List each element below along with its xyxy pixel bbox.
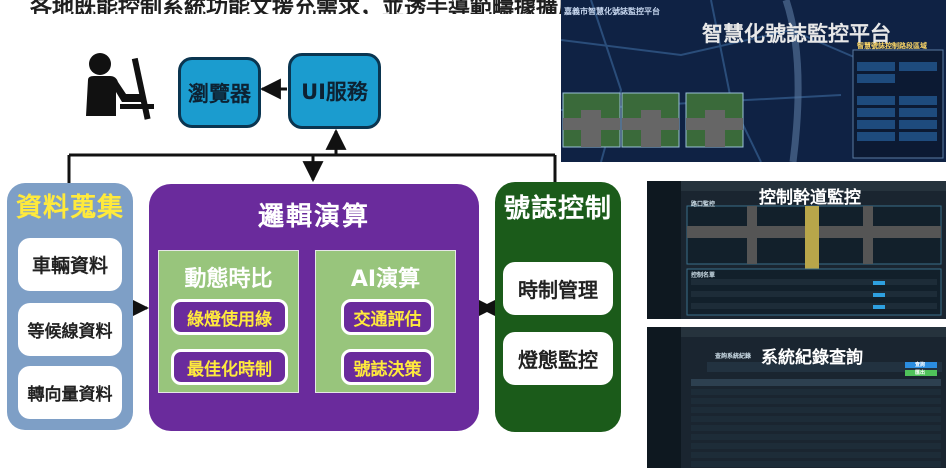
queue-data-label: 等候線資料 [27,322,113,342]
light-monitor-label: 燈態監控 [518,348,598,372]
corridor-sub-label: 路口監控 [691,201,716,208]
map-platform-screenshot: 嘉義市智慧化號誌監控平台 智慧化號誌監控平台 智慧號誌控制路段區域 [561,0,946,162]
data-collection-panel: 資料蒐集 車輛資料 等候線資料 轉向量資料 [7,183,133,430]
optimal-timing-pill: 最佳化時制 [171,349,288,385]
logic-panel: 邏輯演算 動態時比 綠燈使用綠 最佳化時制 AI演算 交通評估 號誌決策 [149,184,479,431]
ai-title: AI演算 [350,267,421,292]
turning-data-label: 轉向量資料 [27,385,113,405]
green-usage-pill: 綠燈使用綠 [171,299,288,335]
map-panel-heading: 智慧號誌控制路段區域 [857,42,927,50]
log-table [691,362,942,467]
corridor-monitor-screenshot: 控制幹道監控 路口監控 控制名單 [647,181,946,319]
green-usage-label: 綠燈使用綠 [187,309,272,330]
dynamic-ratio-panel: 動態時比 綠燈使用綠 最佳化時制 [158,250,299,393]
map-header: 嘉義市智慧化號誌監控平台 [564,7,660,16]
map-title: 智慧化號誌監控平台 [702,22,891,46]
signal-decision-pill: 號誌決策 [341,349,434,385]
queue-data-box: 等候線資料 [18,303,122,356]
log-header-bar [681,327,946,337]
log-sidebar [647,327,681,468]
corridor-table-label: 控制名單 [691,272,716,279]
corridor-header-bar [681,181,946,191]
turning-data-box: 轉向量資料 [18,366,122,419]
map-background [561,0,946,162]
optimal-timing-label: 最佳化時制 [187,359,272,380]
log-title: 系統紀錄查詢 [761,348,863,368]
system-log-screenshot: 系統紀錄查詢 查詢系統紀錄 查詢 匯出 [647,327,946,468]
corridor-diagram [686,205,942,316]
corridor-title: 控制幹道監控 [759,188,861,208]
ai-panel: AI演算 交通評估 號誌決策 [315,250,456,393]
log-query-button[interactable]: 查詢 [915,362,926,368]
traffic-evaluation-pill: 交通評估 [341,299,434,335]
browser-box: 瀏覽器 [178,57,261,128]
browser-label: 瀏覽器 [188,81,251,106]
vehicle-data-label: 車輛資料 [31,255,108,277]
log-top-label: 查詢系統紀錄 [715,353,752,360]
signal-decision-label: 號誌決策 [353,359,422,380]
timing-management-label: 時制管理 [518,278,598,302]
corridor-sidebar [647,181,681,319]
vehicle-data-box: 車輛資料 [18,238,122,291]
timing-management-box: 時制管理 [503,262,613,315]
ui-service-box: UI服務 [288,53,381,129]
heading-text: 各地既能控制系統功能文援允需求，並透手導範疇據擴展（圖 15） [30,0,685,14]
signal-control-panel: 號誌控制 時制管理 燈態監控 [495,182,621,432]
log-export-button[interactable]: 匯出 [915,370,926,376]
data-collection-title: 資料蒐集 [15,193,124,223]
signal-control-title: 號誌控制 [503,194,612,224]
logic-title: 邏輯演算 [257,202,370,232]
dynamic-ratio-title: 動態時比 [184,267,273,292]
traffic-evaluation-label: 交通評估 [353,309,422,330]
light-monitor-box: 燈態監控 [503,332,613,385]
ui-service-label: UI服務 [301,80,368,104]
person-at-computer-icon [86,53,154,120]
